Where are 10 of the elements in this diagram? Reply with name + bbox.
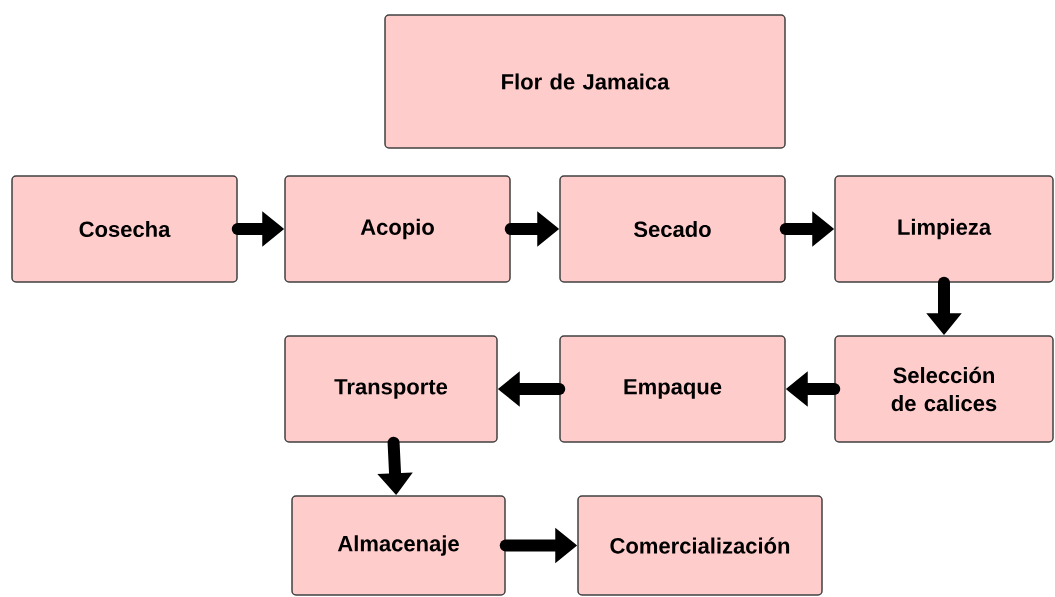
process-box: Almacenaje — [291, 495, 506, 596]
process-box: Acopio — [284, 175, 511, 283]
process-box: Secado — [559, 175, 786, 283]
process-box: Comercialización — [577, 495, 823, 596]
process-box: Cosecha — [11, 175, 238, 283]
process-box: Empaque — [559, 335, 786, 443]
process-box: Selección de calices — [834, 335, 1054, 443]
process-box: Limpieza — [834, 175, 1054, 283]
process-box: Transporte — [284, 335, 498, 443]
process-box: Flor de Jamaica — [384, 14, 786, 149]
